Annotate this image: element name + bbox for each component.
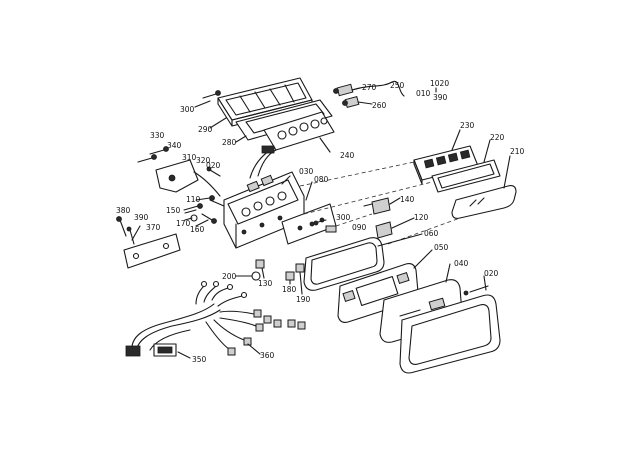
reference-note: 1020 010 390 bbox=[416, 79, 449, 102]
clip-120 bbox=[375, 221, 393, 239]
label-230: 230 bbox=[460, 121, 475, 130]
label-160: 160 bbox=[190, 225, 205, 234]
screw-160 bbox=[201, 213, 217, 224]
mount-plate-370 bbox=[123, 233, 181, 269]
part-labels: 300 290 280 270 260 250 240 230 220 210 … bbox=[116, 81, 525, 364]
bolt-020-small bbox=[206, 166, 221, 177]
label-090: 090 bbox=[352, 223, 367, 232]
wire-harness-upper bbox=[249, 145, 277, 179]
lamp-socket-260 bbox=[342, 95, 360, 109]
label-020-small: 020 bbox=[206, 161, 221, 170]
screw-390 bbox=[126, 226, 135, 245]
label-050: 050 bbox=[434, 243, 449, 252]
reference-line-3: 390 bbox=[433, 93, 448, 102]
label-130: 130 bbox=[258, 279, 273, 288]
bulb-190 bbox=[295, 263, 305, 273]
label-380: 380 bbox=[116, 206, 131, 215]
label-350: 350 bbox=[192, 355, 207, 364]
meter-housing-030 bbox=[223, 171, 305, 249]
label-150: 150 bbox=[166, 206, 181, 215]
bracket-310 bbox=[155, 159, 199, 193]
label-240: 240 bbox=[340, 151, 355, 160]
label-030: 030 bbox=[299, 167, 314, 176]
label-280: 280 bbox=[222, 138, 237, 147]
label-330: 330 bbox=[150, 131, 165, 140]
label-040: 040 bbox=[454, 259, 469, 268]
label-120: 120 bbox=[414, 213, 429, 222]
screw-340 bbox=[149, 146, 169, 155]
bulb-180 bbox=[285, 271, 295, 281]
label-300-top: 300 bbox=[180, 105, 195, 114]
lens-cover-210 bbox=[451, 185, 517, 219]
label-140: 140 bbox=[400, 195, 415, 204]
label-110: 110 bbox=[186, 195, 201, 204]
lamp-socket-270 bbox=[333, 83, 354, 97]
label-250: 250 bbox=[390, 81, 405, 90]
screw-300-top bbox=[202, 90, 221, 99]
label-390: 390 bbox=[134, 213, 149, 222]
label-080: 080 bbox=[314, 175, 329, 184]
front-cover-020 bbox=[399, 285, 501, 374]
label-180: 180 bbox=[282, 285, 297, 294]
bulb-130 bbox=[255, 259, 265, 269]
cable-320 bbox=[193, 171, 221, 197]
leader-lines bbox=[131, 87, 511, 359]
label-310: 310 bbox=[182, 153, 197, 162]
label-220: 220 bbox=[490, 133, 505, 142]
reference-line-1: 1020 bbox=[430, 79, 449, 88]
wire-harness-350 bbox=[125, 280, 306, 357]
label-290: 290 bbox=[198, 125, 213, 134]
label-370: 370 bbox=[146, 223, 161, 232]
wire-250 bbox=[351, 80, 405, 97]
label-320: 320 bbox=[196, 156, 211, 165]
label-190: 190 bbox=[296, 295, 311, 304]
label-260: 260 bbox=[372, 101, 387, 110]
label-300-mid: 300 bbox=[336, 213, 351, 222]
screw-150 bbox=[183, 203, 203, 211]
gasket-240 bbox=[263, 111, 335, 151]
alignment-lines bbox=[299, 161, 461, 245]
label-060: 060 bbox=[424, 229, 439, 238]
lens-frame-220 bbox=[431, 159, 501, 193]
clip-090 bbox=[325, 225, 337, 233]
plate-280 bbox=[235, 99, 333, 141]
label-340: 340 bbox=[167, 141, 182, 150]
screw-300-mid bbox=[313, 219, 327, 226]
label-020: 020 bbox=[484, 269, 499, 278]
label-200: 200 bbox=[222, 272, 237, 281]
screw-380 bbox=[116, 216, 127, 237]
reference-line-2: 010 bbox=[416, 89, 431, 98]
label-360: 360 bbox=[260, 351, 275, 360]
label-170: 170 bbox=[176, 219, 191, 228]
clip-140 bbox=[363, 197, 391, 215]
label-270: 270 bbox=[362, 83, 377, 92]
screw-330 bbox=[137, 154, 157, 163]
bezel-050 bbox=[337, 263, 419, 323]
label-210: 210 bbox=[510, 147, 525, 156]
gauge-plate-060 bbox=[303, 237, 385, 291]
